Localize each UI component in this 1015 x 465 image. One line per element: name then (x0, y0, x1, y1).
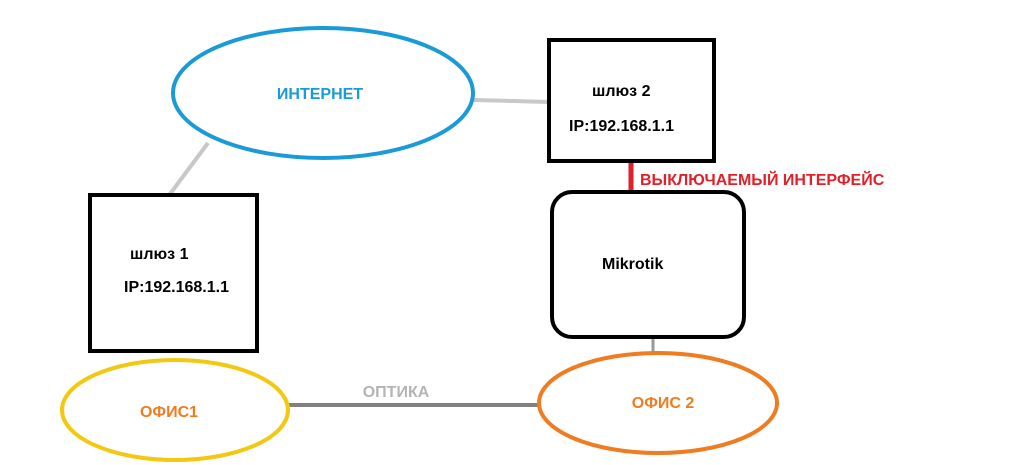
office2-node (537, 351, 779, 455)
gateway1-node (88, 193, 259, 353)
internet-label: ИНТЕРНЕТ (277, 86, 363, 103)
office1-node (60, 358, 290, 462)
gateway2-node (547, 38, 716, 163)
gateway1-ip: IP:192.168.1.1 (124, 279, 229, 296)
internet-node (171, 26, 475, 160)
link-internet-gateway1 (168, 141, 210, 196)
gateway1-name: шлюз 1 (130, 246, 189, 263)
office1-label: ОФИС1 (140, 404, 198, 421)
gateway2-ip: IP:192.168.1.1 (569, 118, 674, 135)
office2-label: ОФИС 2 (632, 395, 695, 412)
mikrotik-label: Mikrotik (602, 256, 663, 273)
switchable-interface-label: ВЫКЛЮЧАЕМЫЙ ИНТЕРФЕЙС (640, 170, 885, 189)
gateway2-name: шлюз 2 (592, 83, 651, 100)
mikrotik-node (550, 190, 746, 339)
link-internet-gateway2 (473, 98, 550, 104)
fiber-label: ОПТИКА (363, 384, 430, 401)
